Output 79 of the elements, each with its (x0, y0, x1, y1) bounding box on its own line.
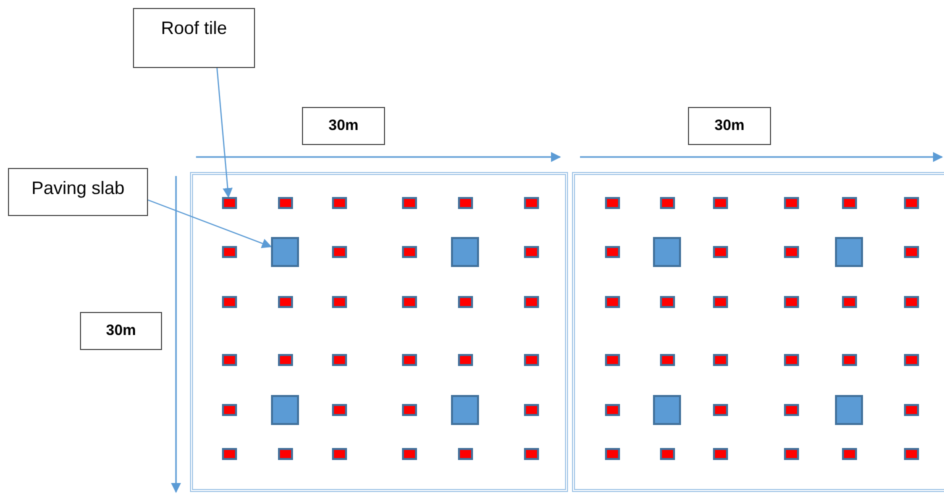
roof-tile-square (222, 354, 236, 366)
roof-tile-square (712, 197, 728, 209)
roof-tile-square (712, 296, 728, 308)
paving-slab-square (271, 237, 299, 267)
leader-line (148, 199, 272, 248)
roof-tile-square (524, 404, 538, 416)
roof-tile-square (402, 246, 416, 258)
roof-tile-square (660, 354, 674, 366)
roof-tile-square (660, 197, 674, 209)
roof-tile-square (278, 354, 292, 366)
roof-tile-square (402, 296, 416, 308)
roof-tile-square (712, 404, 728, 416)
roof-tile-square (784, 448, 798, 460)
roof-tile-square (660, 448, 674, 460)
roof-tile-square (402, 404, 416, 416)
roof-tile-square (660, 296, 674, 308)
roof-tile-square (842, 448, 856, 460)
roof-tile-square (604, 296, 620, 308)
roof-tile-square (784, 296, 798, 308)
roof-tile-square (332, 296, 346, 308)
roof-tile-square (402, 354, 416, 366)
roof-tile-square (332, 246, 346, 258)
roof-tile-square (784, 246, 798, 258)
roof-tile-square (458, 448, 472, 460)
roof-tile-square (402, 197, 416, 209)
paving-slab-square (835, 395, 863, 425)
roof-tile-square (222, 404, 236, 416)
roof-tile-square (524, 246, 538, 258)
roof-tile-square (712, 448, 728, 460)
roof-tile-square (222, 448, 236, 460)
roof-tile-square (604, 354, 620, 366)
roof-tile-square (604, 404, 620, 416)
roof-tile-square (784, 354, 798, 366)
paving-slab-square (271, 395, 299, 425)
roof-tile-square (278, 197, 292, 209)
roof-tile-square (904, 448, 918, 460)
roof-tile-square (222, 197, 236, 209)
roof-tile-square (222, 296, 236, 308)
roof-tile-square (332, 404, 346, 416)
roof-tile-square (904, 354, 918, 366)
roof-tile-square (524, 197, 538, 209)
roof-tile-square (904, 246, 918, 258)
paving-slab-square (653, 395, 681, 425)
roof-tile-square (332, 197, 346, 209)
roof-tile-square (712, 246, 728, 258)
dimension-label: 30m (106, 322, 136, 340)
roof-tile-square (604, 448, 620, 460)
roof-tile-square (784, 197, 798, 209)
roof-tile-square (524, 296, 538, 308)
roof-tile-square (842, 354, 856, 366)
roof-tile-square (332, 354, 346, 366)
roof-tile-square (904, 296, 918, 308)
dimension-label: 30m (714, 116, 745, 136)
dimension-label: 30m (328, 116, 359, 136)
paving-slab-square (653, 237, 681, 267)
roof-tile-square (524, 448, 538, 460)
roof-tile-square (278, 448, 292, 460)
roof-tile-square (458, 354, 472, 366)
roof-tile-square (784, 404, 798, 416)
roof-tile-square (604, 246, 620, 258)
roof-tile-square (402, 448, 416, 460)
roof-tile-square (842, 296, 856, 308)
roof-tile-square (332, 448, 346, 460)
roof-tile-square (604, 197, 620, 209)
paving-slab-square (451, 395, 479, 425)
paving-slab-square (451, 237, 479, 267)
roof-tile-square (458, 296, 472, 308)
roof-tile-square (904, 404, 918, 416)
roof-tile-square (222, 246, 236, 258)
roof-tile-square (278, 296, 292, 308)
leader-line (216, 68, 233, 198)
callout-text: Roof tile (160, 17, 228, 40)
roof-tile-square (904, 197, 918, 209)
roof-tile-square (842, 197, 856, 209)
roof-tile-square (458, 197, 472, 209)
callout-text: Paving slab (31, 177, 125, 200)
paving-slab-square (835, 237, 863, 267)
roof-tile-square (712, 354, 728, 366)
roof-tile-square (524, 354, 538, 366)
